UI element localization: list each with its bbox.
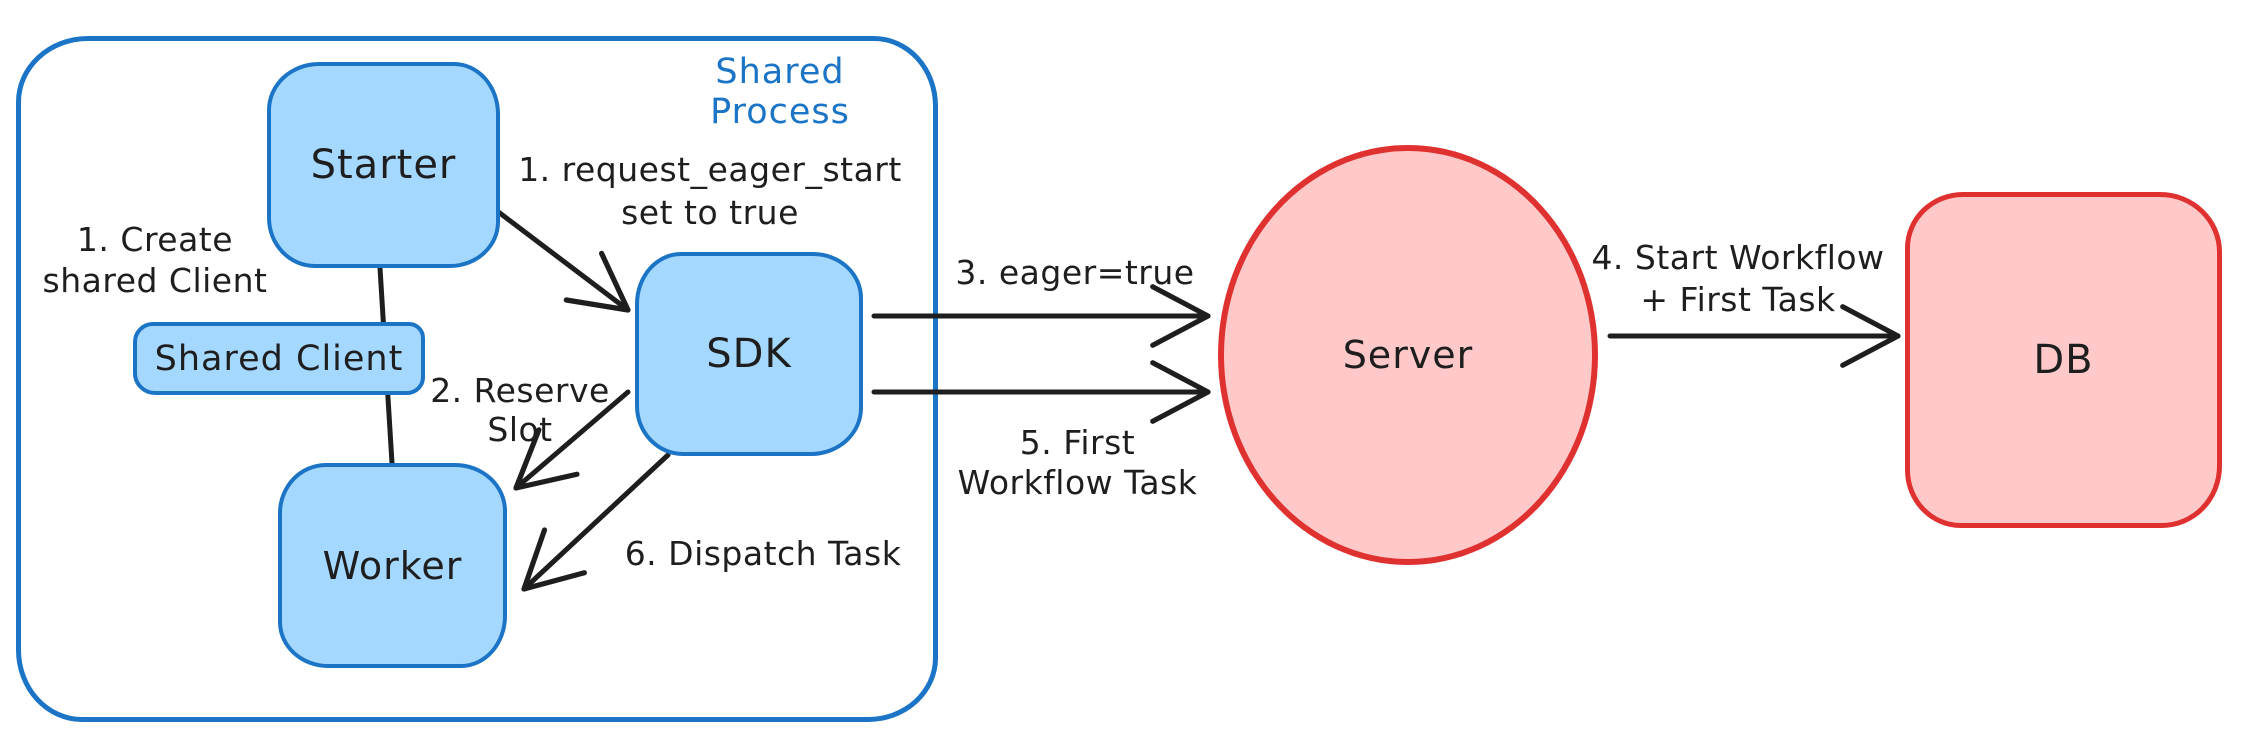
annotation-line: + First Task [1640, 280, 1836, 319]
starter-label: Starter [310, 142, 457, 188]
annotation-line: 1. Create [76, 220, 234, 259]
annotation-request-eager-start: 1. request_eager_start set to true [510, 148, 910, 234]
annotation-create-shared-client: 1. Create shared Client [25, 219, 285, 301]
worker-node: Worker [278, 463, 507, 668]
server-node: Server [1218, 145, 1598, 565]
annotation-line: set to true [621, 193, 799, 232]
annotation-first-workflow-task: 5. First Workflow Task [945, 423, 1210, 503]
annotation-eager-true: 3. eager=true [940, 252, 1210, 293]
sdk-node: SDK [635, 252, 863, 456]
shared-process-container [16, 36, 938, 722]
annotation-line: 5. First [1019, 423, 1136, 462]
sdk-label: SDK [706, 331, 792, 377]
server-label: Server [1342, 333, 1474, 377]
arrow-reserve-slot [513, 389, 631, 491]
annotation-line: 6. Dispatch Task [624, 534, 902, 573]
shared-client-label: Shared Client [154, 338, 404, 379]
shared-process-label: Shared Process [710, 52, 850, 132]
arrow-dispatch-task [521, 452, 671, 592]
annotation-reserve-slot: 2. Reserve Slot [415, 371, 625, 449]
db-node: DB [1905, 192, 2222, 528]
shared-client-node: Shared Client [133, 322, 425, 395]
db-label: DB [2033, 337, 2094, 383]
annotation-dispatch-task: 6. Dispatch Task [598, 533, 928, 574]
annotation-start-workflow: 4. Start Workflow + First Task [1578, 237, 1898, 321]
annotation-line: 2. Reserve [430, 371, 610, 410]
starter-node: Starter [267, 62, 500, 268]
annotation-line: 4. Start Workflow [1591, 238, 1885, 277]
annotation-line: Slot [487, 410, 553, 449]
annotation-line: shared Client [42, 261, 268, 300]
annotation-line: 3. eager=true [955, 253, 1195, 292]
annotation-line: 1. request_eager_start [518, 150, 902, 189]
worker-label: Worker [322, 543, 463, 588]
annotation-line: Workflow Task [957, 463, 1198, 502]
